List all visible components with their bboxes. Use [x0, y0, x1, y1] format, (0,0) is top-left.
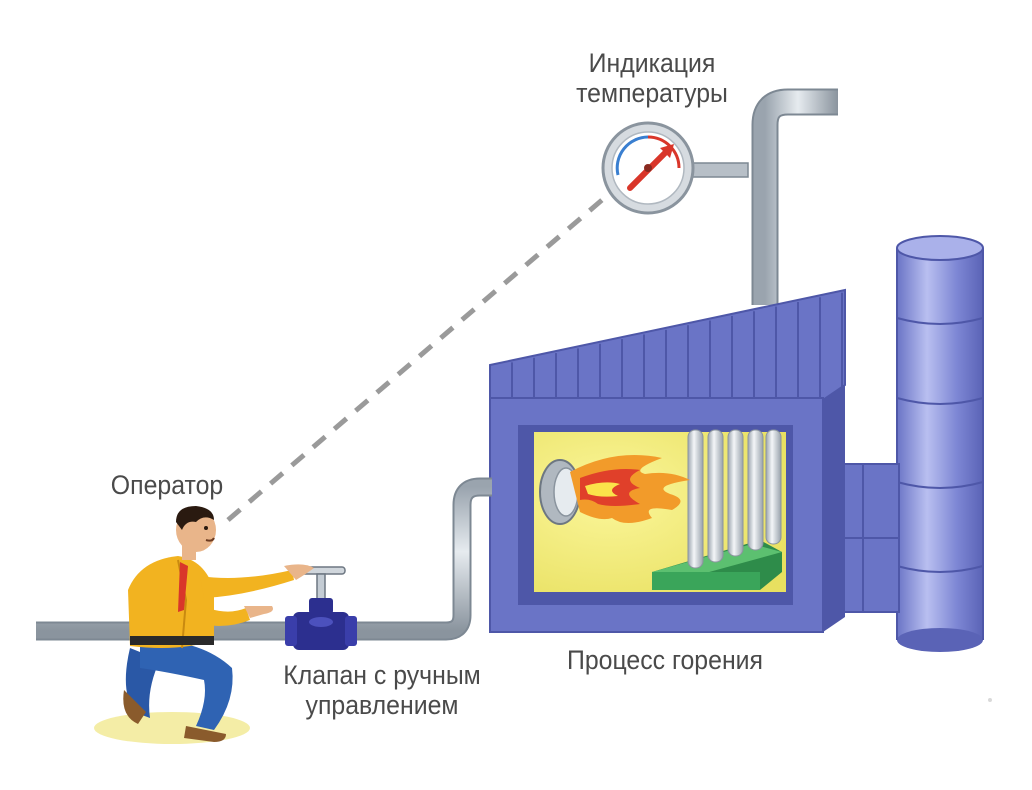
- label-valve-line-1: Клапан с ручным: [283, 660, 481, 690]
- label-operator: Оператор: [110, 470, 224, 500]
- label-combustion-process: Процесс горения: [566, 645, 763, 675]
- temperature-gauge-icon: [601, 121, 695, 215]
- furnace-chamber: [489, 288, 846, 633]
- label-temperature-line-2: температуры: [576, 78, 728, 108]
- ground-dot: [988, 698, 992, 702]
- exhaust-stack: [896, 235, 984, 652]
- gauge-stem: [689, 162, 749, 178]
- label-manual-valve: Клапан с ручным управлением: [268, 660, 496, 720]
- burner-flame: [539, 455, 690, 525]
- fuel-pipe: [36, 477, 492, 641]
- manual-valve-icon[interactable]: [285, 566, 357, 650]
- label-valve-line-2: управлением: [305, 690, 459, 720]
- exhaust-pipe: [751, 88, 838, 305]
- operator-figure: [94, 506, 314, 744]
- label-temperature-indication: Индикация температуры: [565, 48, 740, 108]
- heat-tubes: [687, 429, 782, 569]
- label-temperature-line-1: Индикация: [588, 48, 716, 78]
